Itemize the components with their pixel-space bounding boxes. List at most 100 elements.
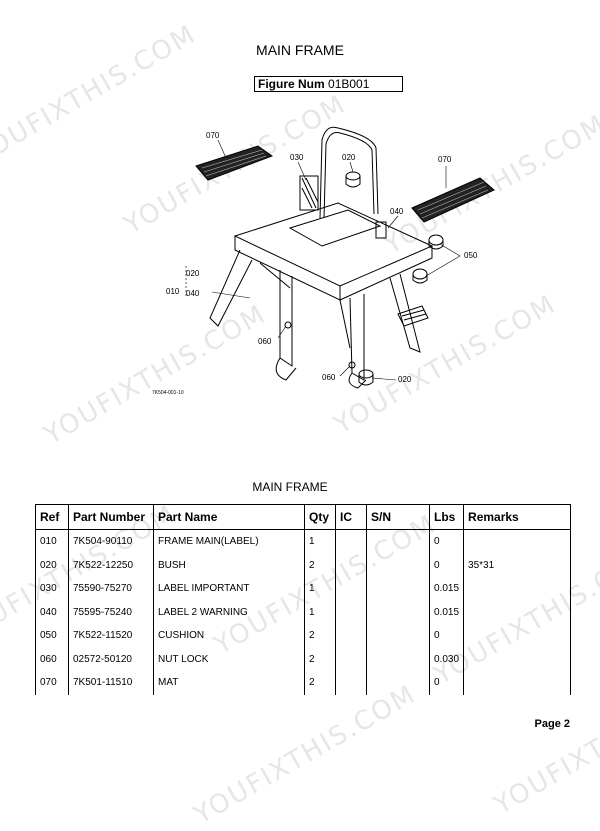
table-cell: 040: [35, 600, 69, 624]
table-cell: [335, 647, 367, 671]
table-cell: 02572-50120: [68, 647, 154, 671]
table-cell: 050: [35, 624, 69, 648]
table-cell: 7K504-90110: [68, 529, 154, 554]
table-cell: NUT LOCK: [153, 647, 305, 671]
table-cell: 1: [304, 600, 336, 624]
cushion: [428, 234, 444, 246]
table-cell: [366, 529, 430, 554]
table-cell: [366, 647, 430, 671]
footrest: [397, 305, 429, 327]
table-cell: FRAME MAIN(LABEL): [153, 529, 305, 554]
table-cell: LABEL IMPORTANT: [153, 577, 305, 601]
table-cell: [366, 577, 430, 601]
page-number: Page 2: [534, 718, 570, 730]
mat: [195, 145, 274, 181]
table-cell: [366, 600, 430, 624]
figure-number-box: Figure Num 01B001: [254, 76, 403, 92]
cushion: [412, 268, 428, 280]
table-cell: 0.015: [428, 577, 465, 601]
callout-label: 030: [290, 153, 304, 162]
table-cell: 030: [35, 577, 69, 601]
table-cell: [335, 624, 367, 648]
table-cell: BUSH: [153, 553, 305, 577]
table-cell: 060: [35, 647, 69, 671]
table-cell: 1: [304, 577, 336, 601]
table-cell: 2: [304, 553, 336, 577]
callout-label: 040: [390, 207, 404, 216]
table-header-row: Ref Part Number Part Name Qty IC S/N Lbs…: [35, 504, 572, 530]
table-cell: 7K522-12250: [68, 553, 154, 577]
table-cell: [366, 671, 430, 695]
table-cell: [463, 624, 572, 648]
figure-value: 01B001: [328, 77, 370, 91]
table-cell: 7K501-11510: [68, 671, 154, 695]
table-cell: 35*31: [463, 553, 572, 577]
table-cell: 2: [304, 647, 336, 671]
table-cell: [335, 671, 367, 695]
table-cell: 070: [35, 671, 69, 695]
table-cell: 020: [35, 553, 69, 577]
table-cell: [335, 529, 367, 554]
watermark: YOUFIXTHIS.COM: [189, 679, 422, 831]
table-cell: 0.030: [428, 647, 465, 671]
callout-label: 050: [464, 251, 478, 260]
callout-label: 020: [398, 375, 412, 384]
nut-lock: [348, 361, 356, 369]
callout-label: 040: [186, 289, 200, 298]
column-header: Qty: [304, 504, 336, 530]
column-header: IC: [335, 504, 367, 530]
frame-leg: [389, 273, 421, 353]
table-cell: CUSHION: [153, 624, 305, 648]
column-header: Lbs: [428, 504, 465, 530]
nut-lock: [284, 321, 292, 329]
bush: [345, 171, 361, 181]
table-cell: 0: [428, 671, 465, 695]
column-header: Remarks: [463, 504, 572, 530]
table-cell: 0.015: [428, 600, 465, 624]
table-cell: [335, 553, 367, 577]
bush: [358, 369, 374, 379]
callout-label: 010: [166, 287, 180, 296]
callout-label: 020: [342, 153, 356, 162]
table-cell: 2: [304, 624, 336, 648]
figure-label: Figure Num: [258, 77, 325, 91]
table-cell: [366, 553, 430, 577]
table-cell: [463, 529, 572, 554]
parts-table: Ref Part Number Part Name Qty IC S/N Lbs…: [35, 504, 572, 695]
column-header: Part Number: [68, 504, 154, 530]
table-cell: 2: [304, 671, 336, 695]
table-cell: [463, 577, 572, 601]
table-cell: 7K522-11520: [68, 624, 154, 648]
callout-label: 060: [322, 373, 336, 382]
handle-bar: [319, 126, 379, 219]
table-cell: 75590-75270: [68, 577, 154, 601]
page-title: MAIN FRAME: [256, 42, 344, 58]
callout-label: 060: [258, 337, 272, 346]
table-cell: 0: [428, 553, 465, 577]
column-header: Part Name: [153, 504, 305, 530]
column-header: S/N: [366, 504, 430, 530]
column-header: Ref: [35, 504, 69, 530]
table-cell: [335, 600, 367, 624]
drawing-code: 7K504-001-10: [152, 390, 184, 396]
table-cell: 1: [304, 529, 336, 554]
table-title: MAIN FRAME: [252, 480, 328, 494]
table-cell: [335, 577, 367, 601]
table-cell: 75595-75240: [68, 600, 154, 624]
table-cell: [463, 600, 572, 624]
table-cell: 010: [35, 529, 69, 554]
frame-leg: [209, 249, 253, 327]
callout-label: 020: [186, 269, 200, 278]
table-cell: 0: [428, 529, 465, 554]
parts-diagram: 070 030 020 070 040 050 020 010 040 060 …: [152, 126, 495, 396]
frame-leg: [349, 294, 365, 381]
table-cell: 0: [428, 624, 465, 648]
table-cell: [463, 671, 572, 695]
table-cell: LABEL 2 WARNING: [153, 600, 305, 624]
